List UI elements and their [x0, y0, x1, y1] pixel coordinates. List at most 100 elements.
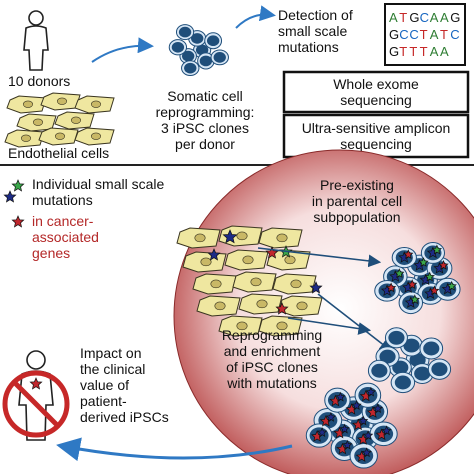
mutation-star-icon — [403, 249, 414, 259]
enrichment-line: and enrichment — [224, 343, 321, 359]
mutation-star-icon — [358, 415, 369, 426]
detection-line: mutations — [278, 39, 339, 55]
mutation-star-icon — [394, 268, 405, 278]
preexisting-text: Pre-existing in parental cell subpopulat… — [312, 177, 402, 225]
reprogramming-line: per donor — [175, 136, 235, 152]
dna-base: T — [399, 44, 407, 59]
arrow-to-ipsc-icon — [91, 37, 154, 63]
ipsc-clone-clean — [367, 327, 452, 394]
mutation-star-icon — [424, 271, 435, 282]
endothelial-cell — [238, 293, 283, 315]
dna-base: G — [389, 27, 399, 42]
endothelial-cell — [6, 95, 47, 114]
prohibition-icon — [2, 370, 70, 438]
dna-base: C — [420, 10, 429, 25]
mutation-star-icon — [11, 215, 25, 228]
dna-base: A — [430, 10, 439, 25]
person-icon — [23, 10, 49, 71]
dna-base: C — [399, 27, 408, 42]
legend-cancer-line: in cancer- — [32, 213, 94, 229]
amplicon-line: Ultra-sensitive amplicon — [302, 120, 451, 136]
endothelial-cells-illustration — [4, 92, 115, 148]
ipsc-cell — [427, 358, 452, 380]
enrichment-line: with mutations — [226, 375, 316, 391]
dna-base: T — [420, 27, 428, 42]
dna-base: G — [389, 44, 399, 59]
preexisting-line: Pre-existing — [320, 177, 394, 193]
impact-line: value of — [80, 377, 129, 393]
enrichment-arrows — [257, 247, 393, 352]
arrow-to-impact-icon — [56, 437, 293, 462]
dna-base: T — [420, 44, 428, 59]
impact-line: Impact on — [80, 345, 141, 361]
preexisting-line: subpopulation — [313, 209, 400, 225]
legend-line: Individual small scale — [32, 176, 164, 192]
ipsc-cell — [410, 363, 434, 384]
top-panel: 10 donors Endothelial cells Somatic cell… — [4, 3, 470, 161]
endothelial-cell — [272, 273, 317, 295]
impact-line: patient- — [80, 393, 127, 409]
legend-cancer-line: associated — [32, 229, 99, 245]
endothelial-cell — [218, 315, 263, 337]
enrichment-text: Reprogramming and enrichment of iPSC clo… — [222, 327, 322, 391]
endothelial-cell — [232, 271, 277, 293]
whole-exome-box — [282, 70, 470, 114]
legend-line: mutations — [32, 192, 93, 208]
endothelial-cell — [182, 251, 227, 273]
amplicon-box — [282, 113, 470, 159]
preexisting-line: in parental cell — [312, 193, 402, 209]
ipsc-cell — [204, 32, 223, 50]
endothelial-cell — [74, 95, 115, 114]
endothelial-cell — [54, 111, 95, 130]
endothelial-cell — [74, 127, 115, 146]
ipsc-cell — [168, 39, 188, 56]
mutation-star-icon — [309, 281, 323, 294]
ipsc-cell — [390, 371, 416, 394]
ipsc-clone-mutated-top — [374, 241, 461, 315]
dna-base: T — [399, 10, 407, 25]
legend-cancer-line: genes — [32, 245, 70, 261]
ipsc-cell — [197, 52, 215, 70]
ipsc-cell — [384, 327, 408, 349]
mutation-star-icon — [446, 280, 457, 291]
ipsc-cell — [210, 49, 229, 66]
endothelial-cell — [224, 249, 269, 271]
mutation-star-icon — [409, 294, 420, 305]
mutation-star-icon — [339, 423, 350, 434]
mutation-star-icon — [316, 427, 328, 437]
impact-line: derived iPSCs — [80, 409, 169, 425]
mutation-star-icon — [351, 400, 362, 410]
mutation-star-icon — [381, 425, 392, 436]
amplicon-line: sequencing — [340, 136, 412, 152]
mutation-star-icon — [29, 377, 43, 390]
dna-base: A — [440, 44, 449, 59]
mutation-star-icon — [372, 403, 383, 414]
dna-base: T — [409, 44, 417, 59]
impact-text: Impact on the clinical value of patient-… — [80, 345, 169, 425]
legend-stars — [3, 179, 25, 228]
endothelial-cell — [176, 227, 221, 249]
whole-exome-line: Whole exome — [333, 76, 419, 92]
whole-exome-line: sequencing — [340, 92, 412, 108]
endothelial-cell — [196, 295, 241, 317]
dna-base: C — [450, 27, 459, 42]
endothelial-cell — [38, 127, 79, 146]
dna-base: A — [430, 27, 439, 42]
donors-label: 10 donors — [8, 73, 70, 89]
mutation-star-icon — [429, 285, 440, 296]
arrow-to-detection-icon — [235, 5, 276, 29]
mutation-star-icon — [265, 246, 279, 259]
reprogramming-line: Somatic cell — [167, 88, 242, 104]
legend-text: Individual small scale mutations in canc… — [32, 176, 164, 261]
mutation-star-icon — [29, 377, 43, 390]
dna-base: G — [450, 10, 460, 25]
mutation-star-icon — [438, 259, 449, 270]
enrichment-line: of iPSC clones — [226, 359, 318, 375]
mutation-star-icon — [365, 386, 377, 397]
mutation-star-icon — [418, 257, 429, 267]
dna-base: G — [409, 10, 419, 25]
enrichment-line: Reprogramming — [222, 327, 322, 343]
reprogramming-line: 3 iPSC clones — [161, 120, 249, 136]
detection-line: Detection of — [278, 7, 353, 23]
